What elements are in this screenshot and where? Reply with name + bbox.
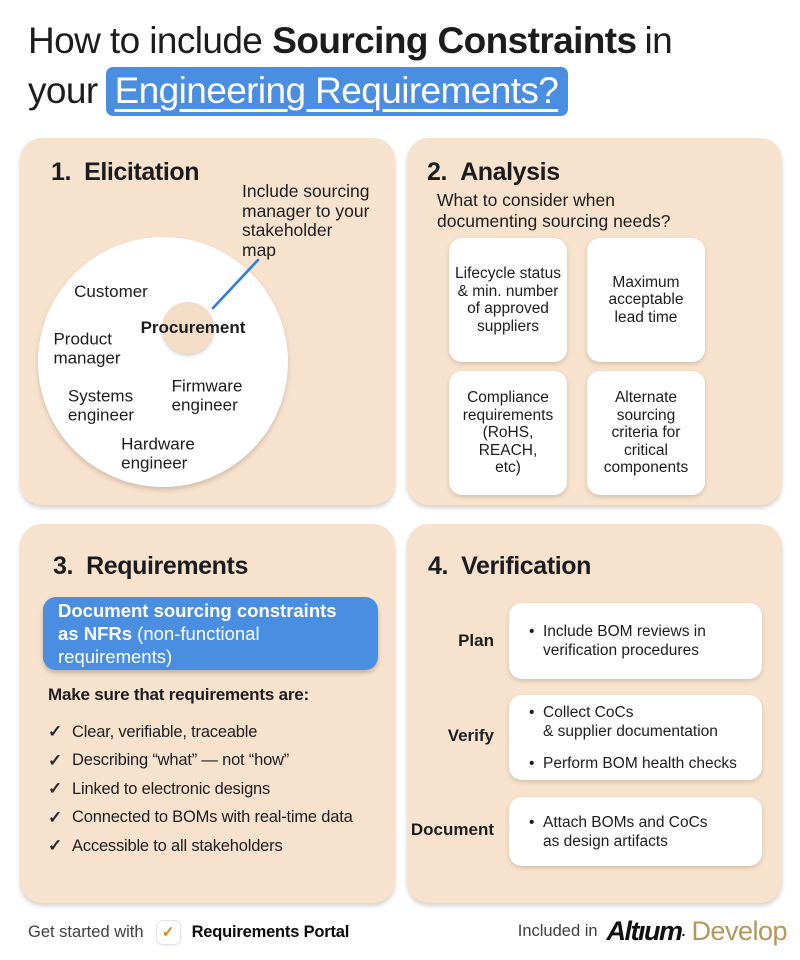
panel-requirements-title: Requirements bbox=[86, 552, 248, 580]
panel-analysis-heading: 2. Analysis bbox=[427, 158, 560, 187]
bullet-item: • Include BOM reviews in verification pr… bbox=[529, 622, 762, 660]
nfr-callout: Document sourcing constraints as NFRs (n… bbox=[43, 597, 378, 670]
check-icon: ✓ bbox=[48, 836, 63, 856]
footer-left: Get started with ✓ Requirements Portal bbox=[28, 917, 349, 947]
panel-requirements-number: 3. bbox=[53, 552, 74, 580]
panel-elicitation: 1. Elicitation Include sourcing manager t… bbox=[20, 138, 395, 505]
check-icon: ✓ bbox=[48, 779, 63, 799]
analysis-card-alternate-sourcing: Alternate sourcing criteria for critical… bbox=[587, 371, 705, 495]
check-icon: ✓ bbox=[48, 722, 63, 742]
panel-elicitation-title: Elicitation bbox=[84, 158, 200, 186]
panel-elicitation-heading: 1. Elicitation bbox=[51, 158, 200, 187]
panel-verification-number: 4. bbox=[428, 552, 449, 580]
check-icon: ✓ bbox=[161, 924, 175, 941]
analysis-card-lifecycle: Lifecycle status & min. number of approv… bbox=[449, 238, 567, 362]
bullet-icon: • bbox=[529, 623, 535, 640]
panel-elicitation-number: 1. bbox=[51, 158, 72, 186]
verification-card-plan: • Include BOM reviews in verification pr… bbox=[509, 603, 762, 679]
checklist-item: ✓ Linked to electronic designs bbox=[48, 775, 353, 804]
requirements-portal-checkbox: ✓ bbox=[155, 919, 181, 945]
panel-verification: 4. Verification Plan Verify Document • In… bbox=[407, 524, 782, 903]
analysis-subtitle: What to consider when documenting sourci… bbox=[437, 190, 671, 231]
panel-analysis: 2. Analysis What to consider when documen… bbox=[407, 138, 782, 505]
annotation-sourcing-manager: Include sourcing manager to your stakeho… bbox=[242, 181, 370, 260]
footer-right: Included in Altıum . Develop bbox=[517, 914, 788, 948]
stakeholder-product-manager: Product manager bbox=[53, 329, 121, 367]
bullet-item: • Collect CoCs & supplier documentation bbox=[529, 703, 762, 741]
check-icon: ✓ bbox=[48, 807, 63, 827]
check-icon: ✓ bbox=[48, 750, 63, 770]
nfr-callout-regular: (non-functional requirements) bbox=[58, 623, 260, 667]
verification-card-document: • Attach BOMs and CoCs as design artifac… bbox=[509, 797, 762, 866]
checklist-item-label: Connected to BOMs with real-time data bbox=[72, 808, 353, 827]
panel-analysis-title: Analysis bbox=[460, 158, 560, 186]
title-part1: How to include bbox=[28, 20, 263, 61]
panel-verification-heading: 4. Verification bbox=[428, 552, 591, 581]
requirements-checklist: ✓ Clear, verifiable, traceable ✓ Describ… bbox=[48, 718, 353, 861]
altium-logo: Altıum bbox=[606, 915, 684, 946]
stakeholder-procurement: Procurement bbox=[140, 317, 246, 337]
title-part2: in bbox=[644, 20, 673, 61]
checklist-item-label: Accessible to all stakeholders bbox=[72, 836, 283, 855]
checklist-item-label: Describing “what” — not “how” bbox=[72, 751, 290, 770]
bullet-item: • Perform BOM health checks bbox=[529, 754, 762, 773]
nfr-callout-line1: Document sourcing constraints bbox=[58, 600, 337, 621]
title-bold: Sourcing Constraints bbox=[272, 20, 637, 61]
verification-label-document: Document bbox=[410, 820, 494, 839]
footer-left-text: Get started with bbox=[28, 922, 144, 941]
panel-requirements: 3. Requirements Document sourcing constra… bbox=[20, 524, 395, 903]
stakeholder-hardware-engineer: Hardware engineer bbox=[121, 434, 195, 472]
checklist-item: ✓ Connected to BOMs with real-time data bbox=[48, 804, 353, 833]
panel-analysis-number: 2. bbox=[427, 158, 448, 186]
panel-requirements-heading: 3. Requirements bbox=[53, 552, 248, 581]
altium-logo-mark: . bbox=[681, 923, 686, 939]
bullet-item-label: Include BOM reviews in verification proc… bbox=[543, 623, 706, 659]
bullet-item: • Attach BOMs and CoCs as design artifac… bbox=[529, 813, 762, 851]
bullet-item-label: Attach BOMs and CoCs as design artifacts bbox=[543, 813, 708, 850]
checklist-item-label: Linked to electronic designs bbox=[72, 779, 271, 798]
checklist-title: Make sure that requirements are: bbox=[48, 685, 309, 704]
bullet-icon: • bbox=[529, 703, 535, 721]
analysis-card-lead-time: Maximum acceptable lead time bbox=[587, 238, 705, 362]
panel-verification-title: Verification bbox=[461, 552, 592, 580]
title-highlight: Engineering Requirements? bbox=[105, 67, 569, 116]
bullet-icon: • bbox=[529, 754, 535, 772]
checklist-item-label: Clear, verifiable, traceable bbox=[72, 722, 258, 741]
procurement-circle bbox=[162, 302, 214, 354]
verification-label-verify: Verify bbox=[447, 726, 494, 745]
checklist-item: ✓ Accessible to all stakeholders bbox=[48, 832, 353, 861]
checklist-item: ✓ Describing “what” — not “how” bbox=[48, 747, 353, 776]
requirements-portal-label: Requirements Portal bbox=[191, 922, 350, 941]
stakeholder-firmware-engineer: Firmware engineer bbox=[171, 376, 243, 414]
bullet-icon: • bbox=[529, 813, 535, 831]
title-part3: your bbox=[28, 70, 98, 111]
nfr-callout-bold2: as NFRs bbox=[58, 623, 133, 644]
verification-label-plan: Plan bbox=[458, 631, 494, 650]
verification-card-verify: • Collect CoCs & supplier documentation … bbox=[509, 695, 762, 780]
bullet-item-label: Collect CoCs & supplier documentation bbox=[543, 703, 718, 740]
bullet-item-label: Perform BOM health checks bbox=[543, 754, 737, 772]
checklist-item: ✓ Clear, verifiable, traceable bbox=[48, 718, 353, 747]
develop-label: Develop bbox=[691, 915, 787, 946]
stakeholder-systems-engineer: Systems engineer bbox=[67, 386, 135, 424]
footer-right-text: Included in bbox=[517, 921, 598, 940]
analysis-card-compliance: Compliance requirements (RoHS, REACH, et… bbox=[449, 371, 567, 495]
stakeholder-customer: Customer bbox=[74, 281, 148, 301]
